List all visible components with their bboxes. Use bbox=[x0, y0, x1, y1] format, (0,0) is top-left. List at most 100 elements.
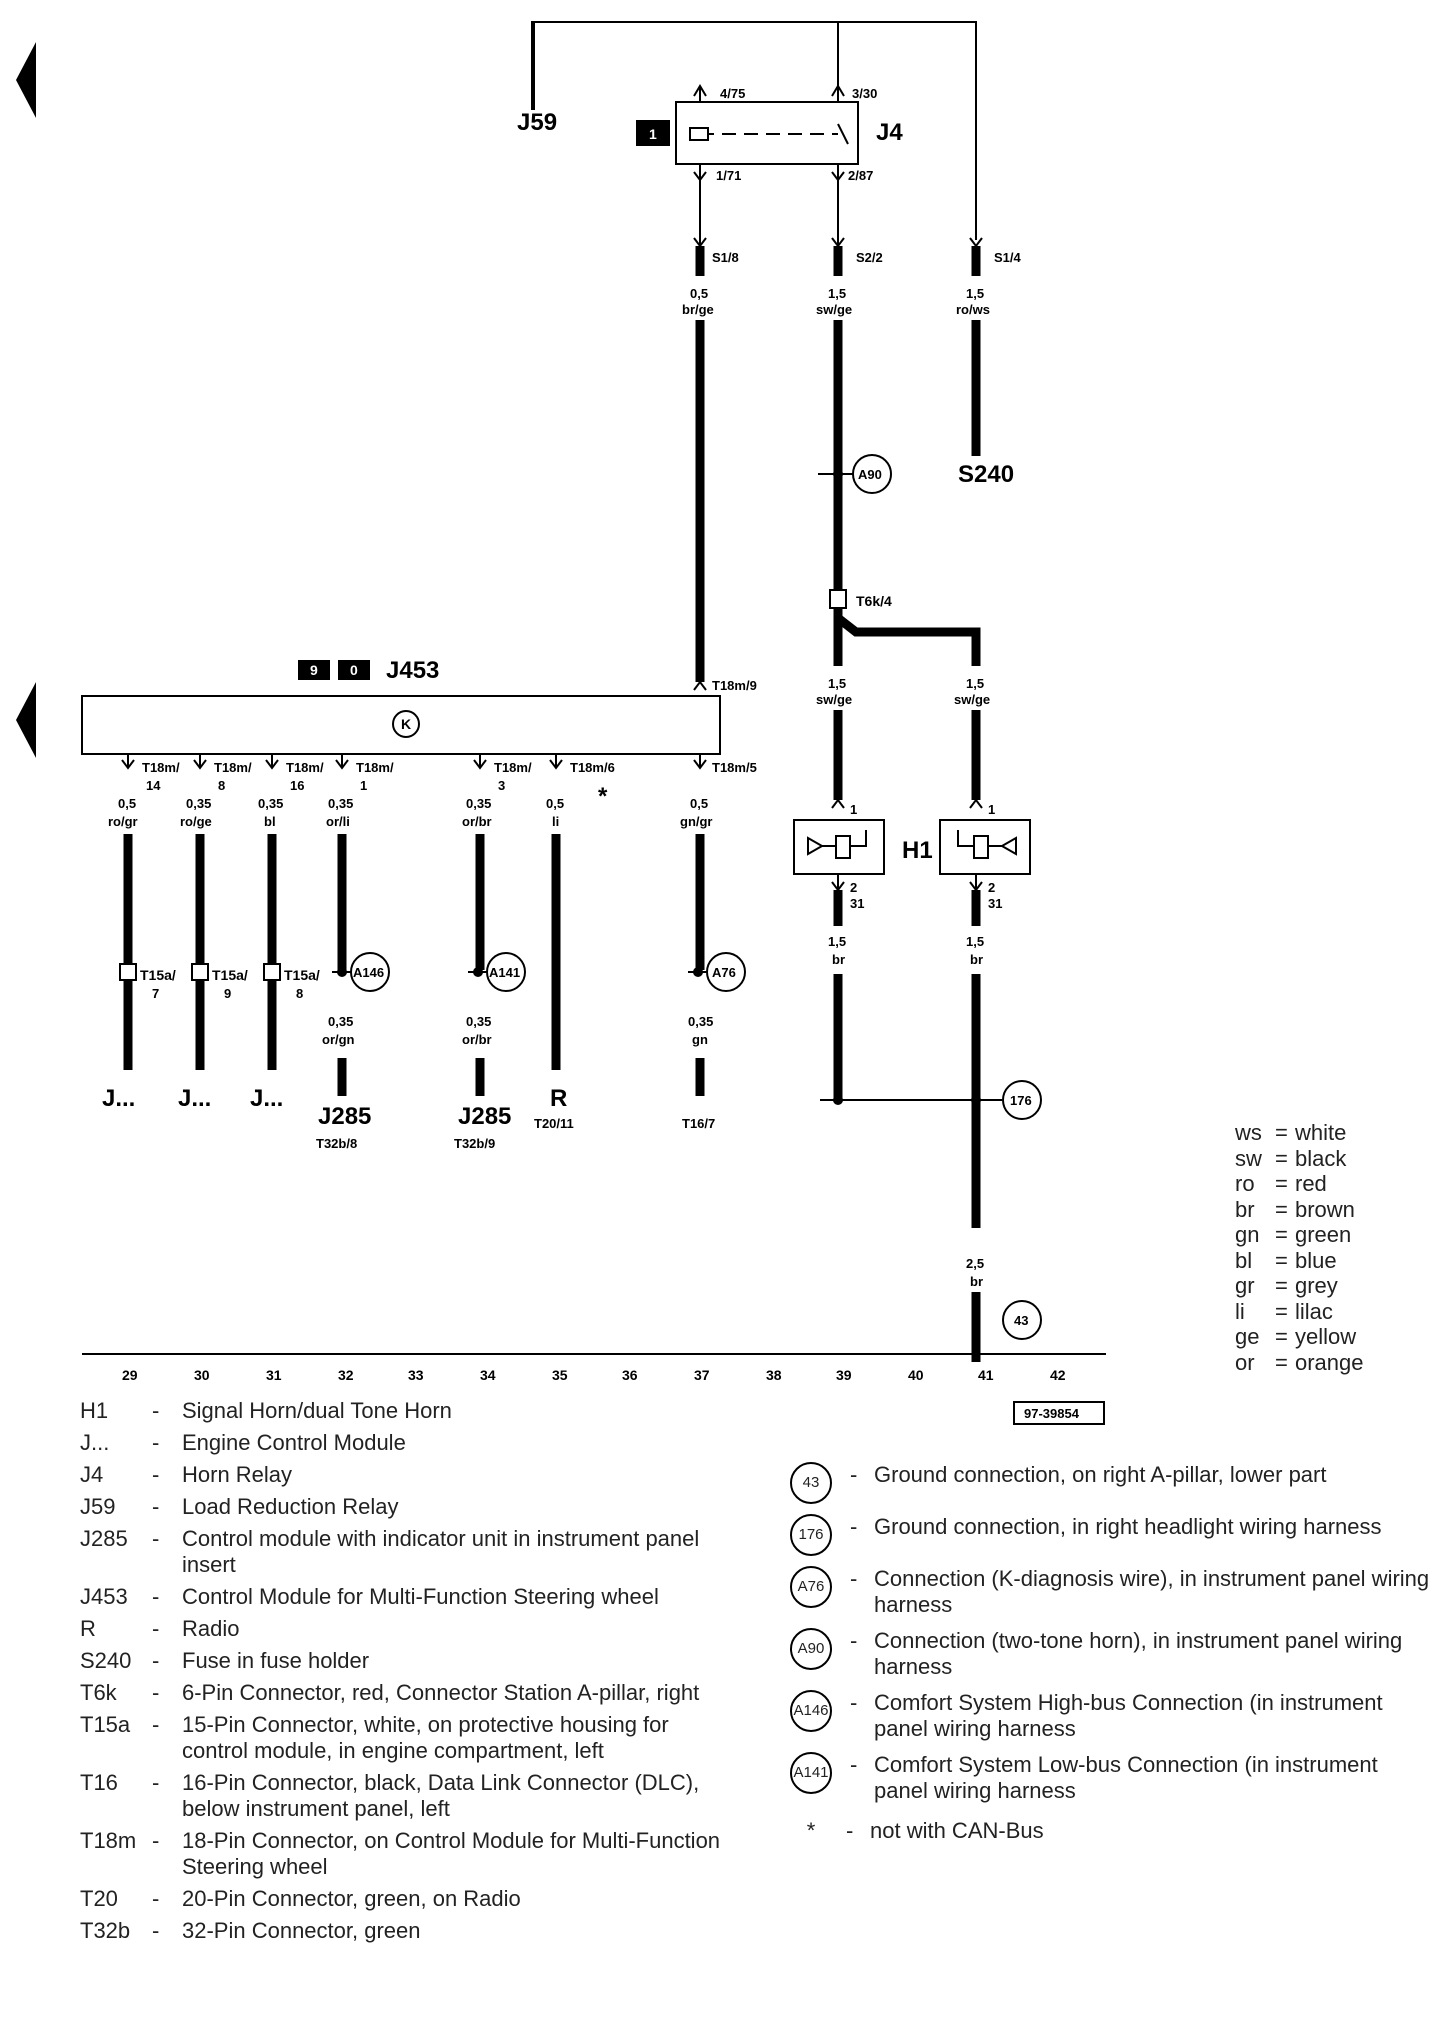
color-code: br bbox=[1235, 1196, 1255, 1222]
color-key-row: gn = green bbox=[1235, 1222, 1364, 1248]
wire-size-sw-ge-3: 1,5 bbox=[966, 676, 984, 691]
connection-43 bbox=[1002, 1300, 1042, 1340]
wire-size-bl: 0,35 bbox=[258, 796, 283, 811]
pin-s1-4: S1/4 bbox=[994, 250, 1022, 265]
wire-size-gn: 0,35 bbox=[688, 1014, 713, 1029]
wire-size-br-3: 2,5 bbox=[966, 1256, 984, 1271]
connection-a146 bbox=[350, 952, 390, 992]
color-key-row: ro=red bbox=[1235, 1171, 1364, 1197]
legend-dash: - bbox=[850, 1628, 858, 1653]
connection-symbol: A76 bbox=[790, 1566, 832, 1608]
wire-color-bl: bl bbox=[264, 814, 276, 829]
pin-t18m-16b: 16 bbox=[290, 778, 304, 793]
j453-k-label: K bbox=[401, 716, 411, 732]
wire-size-br-1: 1,5 bbox=[828, 934, 846, 949]
legend-description: 16-Pin Connector, black, Data Link Conne… bbox=[182, 1770, 700, 1821]
component-j4: J4 bbox=[876, 119, 903, 146]
color-name: orange bbox=[1295, 1349, 1364, 1375]
pin-s1-8: S1/8 bbox=[712, 250, 739, 265]
color-code: ro bbox=[1235, 1171, 1255, 1196]
color-code: ws bbox=[1235, 1120, 1262, 1145]
ref-number-box bbox=[1013, 1401, 1105, 1425]
legend-description: Control Module for Multi-Function Steeri… bbox=[182, 1584, 659, 1609]
wire-size-li: 0,5 bbox=[546, 796, 564, 811]
wire-color-or-gn: or/gn bbox=[322, 1032, 355, 1047]
wire-color-sw-ge-3: sw/ge bbox=[954, 692, 990, 707]
prev-page-arrow-mid[interactable] bbox=[16, 682, 36, 758]
wire-color-br-2: br bbox=[970, 952, 983, 967]
j453-number-box-2 bbox=[338, 660, 370, 680]
legend-dash: - bbox=[850, 1514, 858, 1539]
pin-4-75: 4/75 bbox=[720, 86, 745, 101]
connection-legend-row: 176-Ground connection, in right headligh… bbox=[790, 1514, 1430, 1556]
legend-dash: - bbox=[850, 1462, 858, 1487]
equals-sign: = bbox=[1275, 1324, 1288, 1349]
wire-30-loop bbox=[837, 21, 977, 240]
arrow-t18m9 bbox=[693, 680, 707, 691]
legend-code: J... bbox=[80, 1430, 110, 1455]
star-symbol: * bbox=[806, 1818, 816, 1843]
horn-a-arrow-top bbox=[831, 798, 845, 809]
pin-3-30: 3/30 bbox=[852, 86, 877, 101]
column-number: 40 bbox=[908, 1367, 924, 1383]
legend-row: T6k-6-Pin Connector, red, Connector Stat… bbox=[80, 1680, 740, 1706]
color-code: gn bbox=[1235, 1222, 1260, 1247]
connection-a90-label: A90 bbox=[858, 467, 882, 482]
wire-size-gn-gr: 0,5 bbox=[690, 796, 708, 811]
wire-color-br-3: br bbox=[970, 1274, 983, 1289]
equals-sign: = bbox=[1275, 1349, 1288, 1375]
color-code: or bbox=[1235, 1349, 1255, 1375]
legend-dash: - bbox=[152, 1770, 160, 1795]
component-h1: H1 bbox=[902, 837, 933, 864]
component-j-dots-2: J... bbox=[178, 1085, 211, 1112]
legend-row: T32b-32-Pin Connector, green bbox=[80, 1918, 740, 1944]
prev-page-arrow-top[interactable] bbox=[16, 42, 36, 118]
pin-t18m-16: T18m/ bbox=[286, 760, 324, 775]
pin-t18m-14b: 14 bbox=[146, 778, 161, 793]
wire-color-li: li bbox=[552, 814, 559, 829]
legend-code: H1 bbox=[80, 1398, 109, 1423]
pin-horn-a-2: 2 bbox=[850, 880, 857, 895]
legend-description: 15-Pin Connector, white, on protective h… bbox=[182, 1712, 669, 1763]
column-number: 41 bbox=[978, 1367, 994, 1383]
ground-join-dot-a bbox=[833, 1095, 843, 1105]
j453-number-2: 0 bbox=[350, 662, 358, 678]
j4-relay-switch bbox=[837, 123, 849, 145]
color-name: green bbox=[1295, 1222, 1352, 1247]
legend-dash: - bbox=[850, 1690, 858, 1715]
legend-description: 6-Pin Connector, red, Connector Station … bbox=[182, 1680, 700, 1705]
legend-dash: - bbox=[152, 1430, 160, 1455]
wire-size-or-br-2: 0,35 bbox=[466, 1014, 491, 1029]
pin-1-71: 1/71 bbox=[716, 168, 741, 183]
component-j453: J453 bbox=[386, 657, 439, 684]
pin-horn-b-2: 2 bbox=[988, 880, 995, 895]
legend-dash: - bbox=[152, 1616, 160, 1641]
connection-a141 bbox=[486, 952, 526, 992]
legend-description: Connection (K-diagnosis wire), in instru… bbox=[874, 1566, 1430, 1617]
j4-relay-coil-body bbox=[689, 127, 709, 141]
equals-sign: = bbox=[1275, 1247, 1288, 1273]
connection-symbol: 43 bbox=[790, 1462, 832, 1504]
pin-t18m-9: T18m/9 bbox=[712, 678, 757, 693]
wire-color-or-li: or/li bbox=[326, 814, 350, 829]
legend-row: T20-20-Pin Connector, green, on Radio bbox=[80, 1886, 740, 1912]
equals-sign: = bbox=[1275, 1222, 1288, 1247]
pin-horn-b-31: 31 bbox=[988, 896, 1002, 911]
legend-description: Radio bbox=[182, 1616, 240, 1641]
pin-t16-7: T16/7 bbox=[682, 1116, 715, 1131]
pin-t32b-9: T32b/9 bbox=[454, 1136, 495, 1151]
legend-code: T18m bbox=[80, 1828, 137, 1853]
equals-sign: = bbox=[1275, 1298, 1288, 1324]
connection-legend-row: A141-Comfort System Low-bus Connection (… bbox=[790, 1752, 1430, 1804]
connection-a76-label: A76 bbox=[712, 965, 736, 980]
legend-row: S240-Fuse in fuse holder bbox=[80, 1648, 740, 1674]
color-code: gr bbox=[1235, 1273, 1255, 1298]
pin-t18m-6: T18m/6 bbox=[570, 760, 615, 775]
component-j285-a: J285 bbox=[318, 1103, 371, 1130]
legend-dash: - bbox=[152, 1462, 160, 1487]
equals-sign: = bbox=[1275, 1196, 1288, 1222]
equals-sign: = bbox=[1275, 1145, 1288, 1171]
column-number: 29 bbox=[122, 1367, 138, 1383]
legend-dash: - bbox=[152, 1918, 160, 1943]
legend-code: J285 bbox=[80, 1526, 128, 1551]
